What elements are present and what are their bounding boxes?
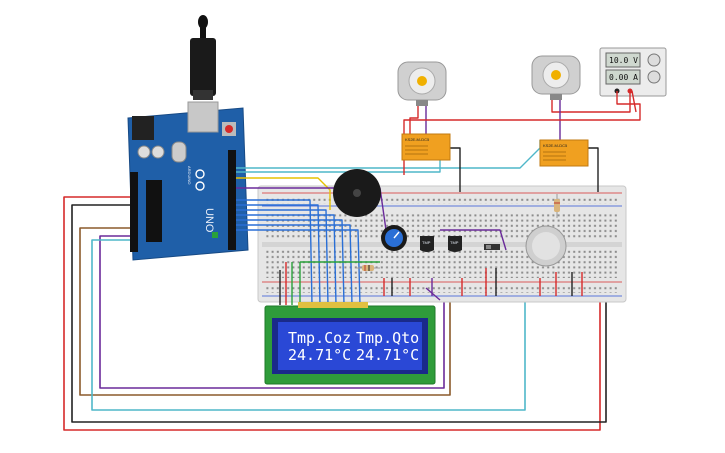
gas-sensor[interactable] (525, 225, 567, 267)
usb-plug (190, 38, 216, 96)
atmega-chip (146, 180, 162, 242)
potentiometer[interactable] (381, 225, 407, 251)
temperature-sensor-right[interactable]: TMP (448, 236, 462, 252)
lcd-line1-left: Tmp.Coz (288, 329, 351, 347)
relay-right[interactable]: KS2E-M-DC5 (539, 139, 589, 167)
dc-motor-right[interactable] (531, 55, 581, 100)
wire-layer-back (63, 196, 607, 431)
tmp-left-label: TMP (422, 240, 431, 245)
breadboard (257, 185, 627, 303)
lcd-line2-right: 24.71°C (356, 346, 419, 364)
power-supply[interactable]: 10.0 V 0.00 A (599, 47, 667, 97)
voltage-readout: 10.0 V (609, 56, 638, 65)
relay-left[interactable]: KS2E-M-DC5 (401, 133, 451, 161)
lcd-screen (278, 322, 422, 370)
arduino-brand: ARDUINO (187, 166, 192, 184)
analog-header (130, 172, 138, 252)
piezo-buzzer[interactable] (333, 169, 381, 217)
lcd-16x2[interactable]: Tmp.Coz Tmp.Qto 24.71°C 24.71°C (264, 302, 436, 385)
lcd-header-pins (298, 302, 368, 308)
tmp-right-label: TMP (450, 240, 459, 245)
reset-button[interactable] (225, 125, 233, 133)
usb-port (187, 101, 219, 133)
current-knob[interactable] (647, 70, 661, 84)
arduino-model: UNO (203, 208, 215, 233)
lcd-line1-right: Tmp.Qto (356, 329, 419, 347)
current-readout: 0.00 A (609, 73, 638, 82)
slide-switch[interactable] (484, 244, 500, 250)
current-display (605, 69, 641, 85)
lcd-line2-left: 24.71°C (288, 346, 351, 364)
dc-motor-left[interactable] (397, 61, 447, 106)
temperature-sensor-left[interactable]: TMP (420, 236, 434, 252)
power-jack (132, 116, 154, 140)
resistor-top[interactable] (554, 194, 560, 218)
arduino-uno-board[interactable]: ARDUINO UNO (127, 15, 249, 261)
digital-header (228, 150, 236, 250)
resistor-middle[interactable] (356, 265, 380, 271)
voltage-display (605, 52, 641, 68)
voltage-knob[interactable] (647, 53, 661, 67)
relay-right-label: KS2E-M-DC5 (543, 143, 568, 148)
relay-left-label: KS2E-M-DC5 (405, 137, 430, 142)
arduino-logo: ARDUINO (187, 166, 205, 191)
